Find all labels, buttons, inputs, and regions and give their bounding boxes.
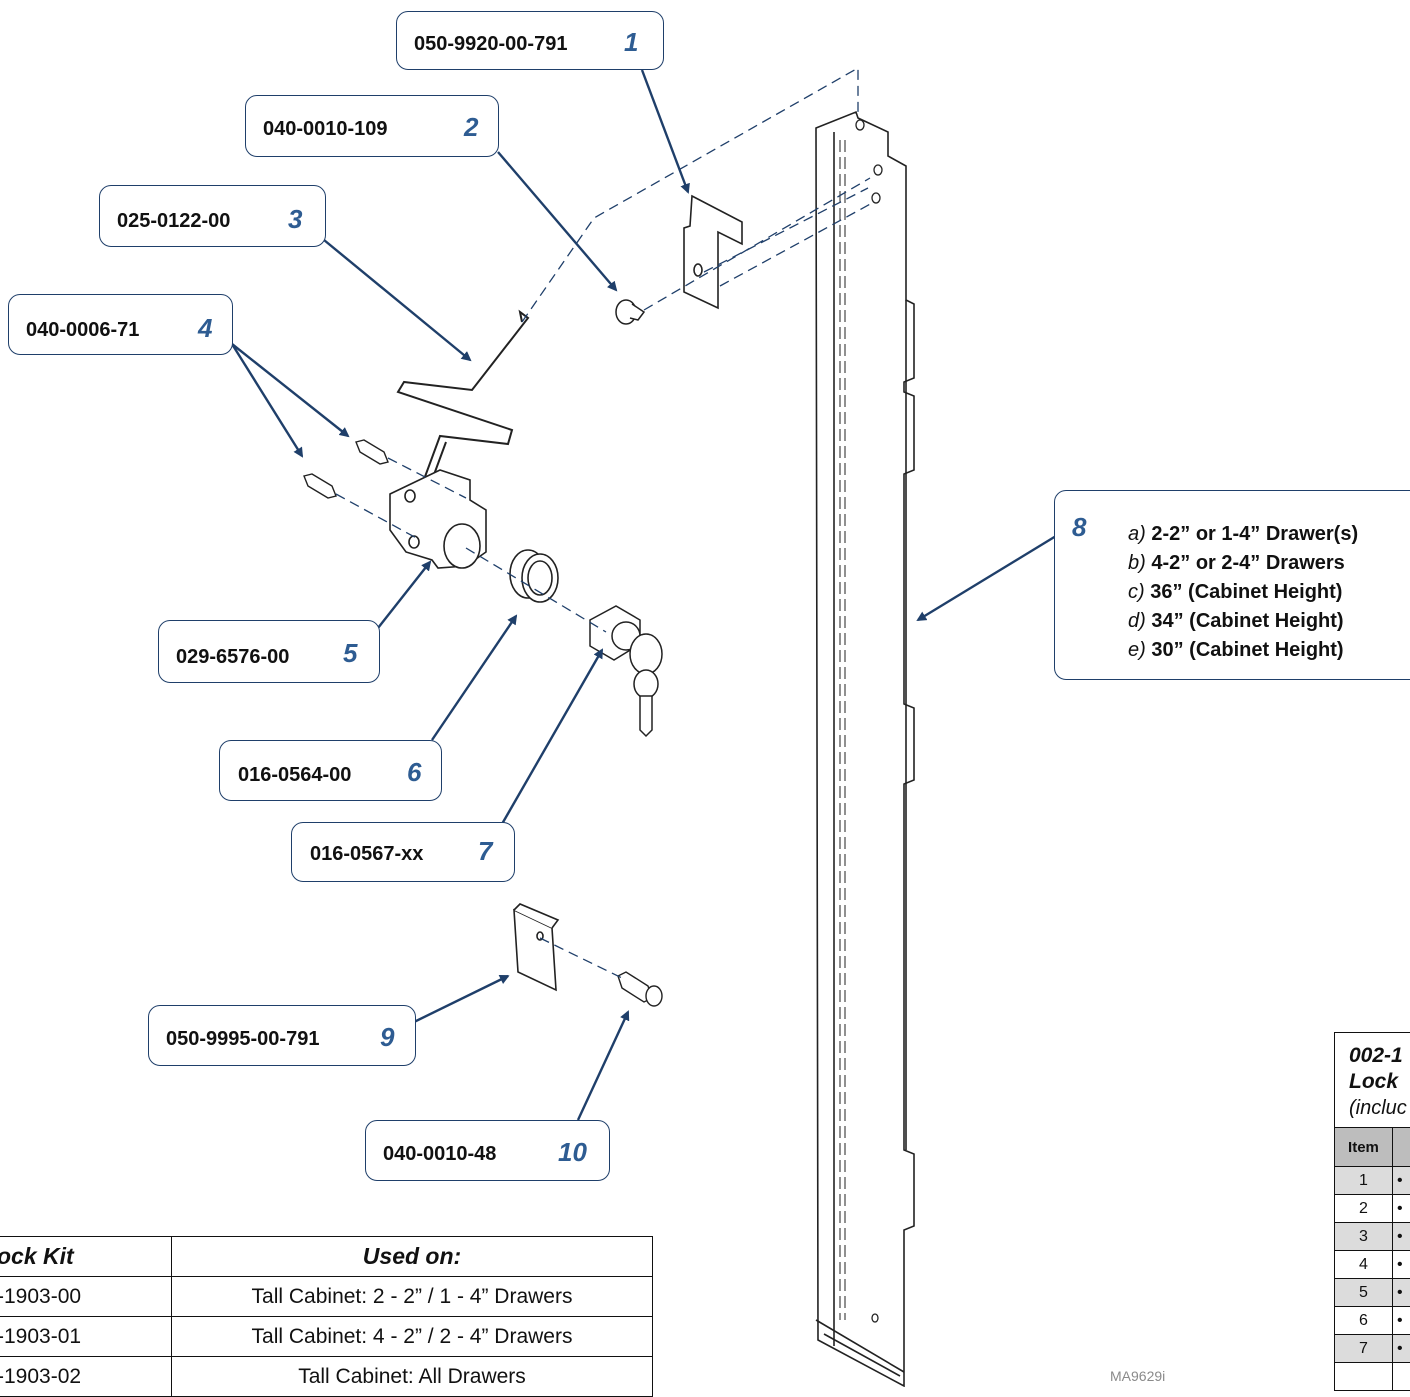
leader-arrows: [232, 70, 1056, 1120]
screw-item-10: [618, 972, 662, 1006]
table-row: 2•: [1335, 1195, 1410, 1223]
header-used-on: Used on:: [172, 1237, 653, 1277]
option-c: c) 36” (Cabinet Height): [1128, 578, 1358, 607]
callout-7-part: 016-0567-xx: [310, 843, 423, 866]
bottom-plate: [514, 904, 558, 990]
lock-kit-table: ock Kit Used on: -1903-00 Tall Cabinet: …: [0, 1236, 653, 1397]
lock-bar-rail: [816, 112, 914, 1386]
screw-item-2: [616, 300, 644, 324]
table-row: 3•: [1335, 1223, 1410, 1251]
callout-4-number: 4: [198, 313, 212, 344]
lock-housing: [390, 470, 486, 568]
header-item: Item: [1335, 1128, 1393, 1167]
callout-6-number: 6: [407, 757, 421, 788]
callout-10-part: 040-0010-48: [383, 1143, 496, 1166]
table-row: -1903-02 Tall Cabinet: All Drawers: [0, 1357, 653, 1397]
kit-cell: -1903-01: [0, 1317, 172, 1357]
callout-5-part: 029-6576-00: [176, 646, 289, 669]
table-row: 7•: [1335, 1335, 1410, 1363]
callout-4-part: 040-0006-71: [26, 319, 139, 342]
callout-3-number: 3: [288, 204, 302, 235]
kit-contents-title: 002-1 Lock (incluc: [1334, 1032, 1410, 1127]
option-a: a) 2-2” or 1-4” Drawer(s): [1128, 520, 1358, 549]
table-row: -1903-00 Tall Cabinet: 2 - 2” / 1 - 4” D…: [0, 1277, 653, 1317]
table-row: [1335, 1363, 1410, 1391]
callout-9-number: 9: [380, 1022, 394, 1053]
header-description: [1392, 1128, 1410, 1167]
table-row: 4•: [1335, 1251, 1410, 1279]
bushing: [510, 550, 558, 602]
callout-6-part: 016-0564-00: [238, 764, 351, 787]
kit-contents-grid: Item 1• 2• 3• 4• 5• 6• 7•: [1334, 1127, 1410, 1391]
table-row: 1•: [1335, 1167, 1410, 1195]
lock-cylinder-keys: [590, 606, 662, 736]
used-on-cell: Tall Cabinet: 2 - 2” / 1 - 4” Drawers: [172, 1277, 653, 1317]
callout-10-number: 10: [558, 1137, 587, 1168]
drawing-id: MA9629i: [1110, 1368, 1165, 1384]
top-bracket: [684, 196, 742, 308]
option-e: e) 30” (Cabinet Height): [1128, 636, 1358, 665]
callout-7-number: 7: [478, 836, 492, 867]
table-row: -1903-01 Tall Cabinet: 4 - 2” / 2 - 4” D…: [0, 1317, 653, 1357]
callout-8-number: 8: [1072, 512, 1086, 543]
callout-1-number: 1: [624, 27, 638, 58]
table-row: 5•: [1335, 1279, 1410, 1307]
callout-5-number: 5: [343, 638, 357, 669]
screws-item-4: [304, 440, 388, 498]
kit-contents-table: 002-1 Lock (incluc Item 1• 2• 3• 4• 5• 6…: [1334, 1032, 1410, 1391]
used-on-cell: Tall Cabinet: 4 - 2” / 2 - 4” Drawers: [172, 1317, 653, 1357]
kit-cell: -1903-02: [0, 1357, 172, 1397]
table-row: 6•: [1335, 1307, 1410, 1335]
table-header-row: Item: [1335, 1128, 1410, 1167]
option-b: b) 4-2” or 2-4” Drawers: [1128, 549, 1358, 578]
callout-9-part: 050-9995-00-791: [166, 1028, 319, 1051]
table-header-row: ock Kit Used on:: [0, 1237, 653, 1277]
callout-2-number: 2: [464, 112, 478, 143]
callout-2-part: 040-0010-109: [263, 118, 388, 141]
callout-8-options: a) 2-2” or 1-4” Drawer(s) b) 4-2” or 2-4…: [1128, 520, 1358, 665]
callout-3-part: 025-0122-00: [117, 210, 230, 233]
kit-cell: -1903-00: [0, 1277, 172, 1317]
callout-1-part: 050-9920-00-791: [414, 33, 567, 56]
option-d: d) 34” (Cabinet Height): [1128, 607, 1358, 636]
header-lock-kit: ock Kit: [0, 1237, 172, 1277]
used-on-cell: Tall Cabinet: All Drawers: [172, 1357, 653, 1397]
